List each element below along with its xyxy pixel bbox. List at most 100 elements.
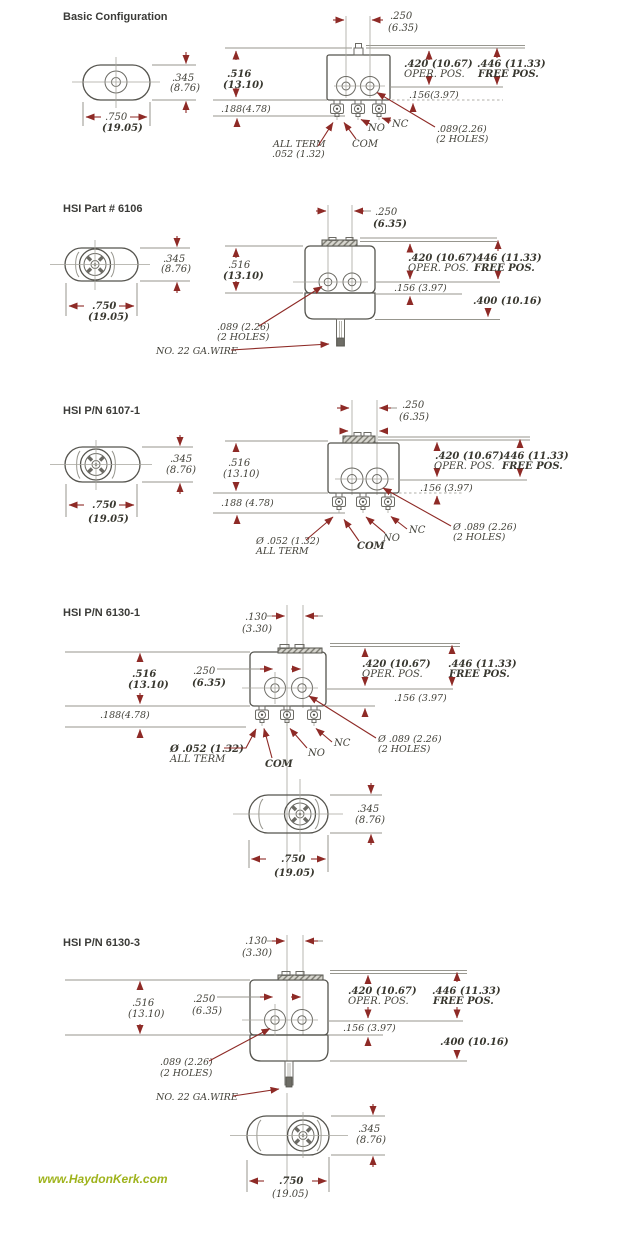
label-nc: NC — [391, 119, 409, 130]
dim-body-height-mm: (13.10) — [128, 1009, 165, 1020]
dim-oper-pos-label: OPER. POS. — [434, 461, 495, 472]
section-title: HSI P/N 6130-3 — [63, 937, 140, 949]
note-hole-dia-2: (2 HOLES) — [217, 332, 270, 343]
dim-hole-spacing-in: .250 — [375, 207, 398, 218]
dim-body-height-mm: (13.10) — [223, 469, 260, 480]
section-basic-configuration: Basic Configuration .345 (8.76) .750 (19… — [63, 11, 546, 160]
dim-lower-height: .400 (10.16) — [473, 296, 542, 307]
note-wire: NO. 22 GA.WIRE — [155, 1092, 238, 1103]
dim-width-mm: (19.05) — [274, 868, 315, 879]
section-title: HSI P/N 6130-1 — [63, 607, 140, 619]
note-hole-dia-1: Ø .089 (2.26) — [452, 522, 517, 533]
side-view-drawing: .250 (6.35) .516 (13.10) .188(4.78) .420… — [213, 11, 546, 160]
terminal-no — [351, 99, 365, 121]
dim-free-pos: .446 (11.33) — [432, 986, 501, 997]
top-view-drawing: .345 (8.76) .750 (19.05) — [233, 779, 385, 879]
section-title: Basic Configuration — [63, 11, 168, 23]
dim-body-height-in: .516 — [132, 669, 156, 680]
plunger — [342, 435, 376, 444]
top-view-drawing: .345 (8.76) .750 (19.05) — [230, 1104, 386, 1200]
dim-height-in: .345 — [358, 1124, 380, 1135]
dim-hole-spacing-mm: (6.35) — [373, 219, 407, 230]
dim-terminal-len: .188(4.78) — [221, 104, 271, 115]
terminal-nc — [307, 705, 321, 727]
side-view-drawing: .130 (3.30) .250 (6.35) .516 (13.10) .42… — [65, 935, 509, 1190]
dim-width-mm: (19.05) — [102, 123, 143, 134]
dim-height-mm: (8.76) — [170, 83, 200, 94]
dim-body-height-in: .516 — [228, 458, 251, 469]
dim-oper-pos-label: OPER. POS. — [348, 996, 409, 1007]
dim-hole-spacing-in: .250 — [193, 994, 216, 1005]
side-view-drawing: .250 (6.35) .516 (13.10) .420 (10.67) OP… — [155, 205, 542, 357]
dim-free-pos-label: FREE POS. — [477, 69, 539, 80]
dim-width-mm: (19.05) — [272, 1189, 309, 1200]
dim-oper-pos: .420 (10.67) — [362, 659, 431, 670]
dim-oper-pos: .420 (10.67) — [435, 451, 504, 462]
note-hole-dia-1: Ø .089 (2.26) — [377, 734, 442, 745]
terminal-no — [356, 492, 370, 514]
label-nc: NC — [333, 738, 351, 749]
switch-body-lower — [249, 1034, 329, 1062]
note-term-dia-2: ALL TERM — [255, 546, 309, 557]
note-wire: NO. 22 GA.WIRE — [155, 346, 238, 357]
dim-oper-pos-label: OPER. POS. — [362, 669, 423, 680]
note-hole-dia-1: .089 (2.26) — [217, 322, 270, 333]
dim-terminal-len: .188 (4.78) — [221, 498, 274, 509]
note-term-dia-2: ALL TERM — [169, 754, 226, 765]
terminal-nc — [381, 492, 395, 514]
dim-plunger-offset-in: .130 — [245, 936, 268, 947]
dim-hole-spacing-in: .250 — [390, 11, 413, 22]
dim-free-pos-label: FREE POS. — [501, 461, 563, 472]
dim-free-pos: .446 (11.33) — [500, 451, 569, 462]
terminal-com — [332, 492, 346, 514]
note-term-dia-2: .052 (1.32) — [272, 149, 325, 160]
section-6107-1: HSI P/N 6107-1 .345 (8.76) .750 (19.05) — [50, 400, 569, 557]
note-hole-dia-2: (2 HOLES) — [160, 1068, 213, 1079]
note-hole-dia-2: (2 HOLES) — [436, 134, 489, 145]
label-nc: NC — [408, 525, 426, 536]
dim-height-in: .345 — [170, 454, 192, 465]
dim-width-mm: (19.05) — [88, 514, 129, 525]
label-com: COM — [352, 139, 379, 150]
dim-body-height-mm: (13.10) — [223, 271, 264, 282]
dim-oper-pos-label: OPER. POS. — [408, 263, 469, 274]
dim-hole-center: .156 (3.97) — [394, 283, 447, 294]
dim-oper-pos-label: OPER. POS. — [404, 69, 465, 80]
dim-height-in: .345 — [172, 73, 194, 84]
dim-height-mm: (8.76) — [161, 264, 191, 275]
dim-free-pos: .446 (11.33) — [448, 659, 517, 670]
dim-free-pos: .446 (11.33) — [473, 253, 542, 264]
section-6106: HSI Part # 6106 .345 (8.76) .750 (19.05) — [50, 203, 542, 357]
note-hole-dia-2: (2 HOLES) — [378, 744, 431, 755]
section-6130-3: HSI P/N 6130-3 .130 (3.30) .250 (6.35) — [63, 935, 509, 1200]
terminal-com — [255, 705, 269, 727]
plunger — [321, 239, 358, 247]
dim-height-mm: (8.76) — [355, 815, 385, 826]
dim-free-pos: .446 (11.33) — [477, 59, 546, 70]
dim-oper-pos: .420 (10.67) — [408, 253, 477, 264]
section-title: HSI P/N 6107-1 — [63, 405, 140, 417]
top-view-drawing: .345 (8.76) .750 (19.05) — [50, 236, 191, 323]
dim-oper-pos: .420 (10.67) — [404, 59, 473, 70]
switch-body — [249, 979, 329, 1036]
dim-body-height-in: .516 — [227, 69, 251, 80]
switch-body — [249, 651, 327, 707]
switch-body — [327, 442, 400, 494]
dim-hole-spacing-in: .250 — [402, 400, 425, 411]
dim-hole-center: .156 (3.97) — [394, 693, 447, 704]
oval-housing — [82, 64, 151, 101]
top-view-drawing: .345 (8.76) .750 (19.05) — [72, 52, 200, 134]
label-no: NO — [382, 533, 400, 544]
label-no: NO — [367, 123, 385, 134]
section-title: HSI Part # 6106 — [63, 203, 143, 215]
dim-body-height-mm: (13.10) — [223, 80, 264, 91]
dim-hole-center: .156(3.97) — [409, 90, 459, 101]
dim-plunger-offset-in: .130 — [245, 612, 268, 623]
dim-free-pos-label: FREE POS. — [448, 669, 510, 680]
note-hole-dia-1: .089 (2.26) — [160, 1057, 213, 1068]
dim-width-in: .750 — [279, 1176, 303, 1187]
dim-free-pos-label: FREE POS. — [473, 263, 535, 274]
terminal-nc — [372, 99, 386, 121]
dim-free-pos-label: FREE POS. — [432, 996, 494, 1007]
